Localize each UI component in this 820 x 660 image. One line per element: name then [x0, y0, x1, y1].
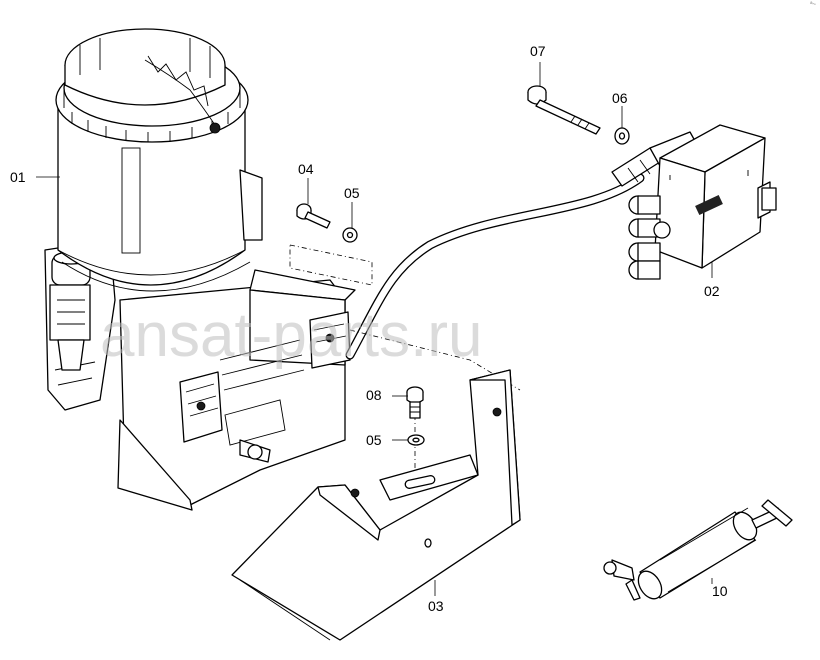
- distributor-block[interactable]: [628, 124, 777, 280]
- washer-lower[interactable]: [407, 434, 425, 446]
- washer-upper[interactable]: [342, 227, 358, 243]
- label-02: 02: [704, 283, 720, 299]
- label-04: 04: [298, 161, 314, 177]
- label-05-upper: 05: [344, 185, 360, 201]
- leader-lines: [36, 62, 713, 596]
- part-labels: 01 02 03 04 05 06 07 08 05 10: [10, 43, 728, 614]
- long-bolt[interactable]: [527, 85, 601, 135]
- corner-mark: ª~: [810, 2, 816, 8]
- washer-small[interactable]: [614, 127, 630, 145]
- label-07: 07: [530, 43, 546, 59]
- bolt-lower[interactable]: [406, 386, 424, 419]
- label-01: 01: [10, 169, 26, 185]
- bolt-upper[interactable]: [296, 203, 331, 229]
- label-08: 08: [366, 387, 382, 403]
- assembly-guides: [289, 244, 521, 481]
- mounting-bracket[interactable]: [231, 369, 521, 641]
- label-10: 10: [712, 583, 728, 599]
- label-06: 06: [612, 90, 628, 106]
- label-05-lower: 05: [366, 432, 382, 448]
- pump-reservoir[interactable]: [44, 28, 356, 511]
- watermark: ansat-parts.ru: [100, 301, 483, 370]
- label-03: 03: [428, 598, 444, 614]
- grease-gun[interactable]: [603, 499, 793, 603]
